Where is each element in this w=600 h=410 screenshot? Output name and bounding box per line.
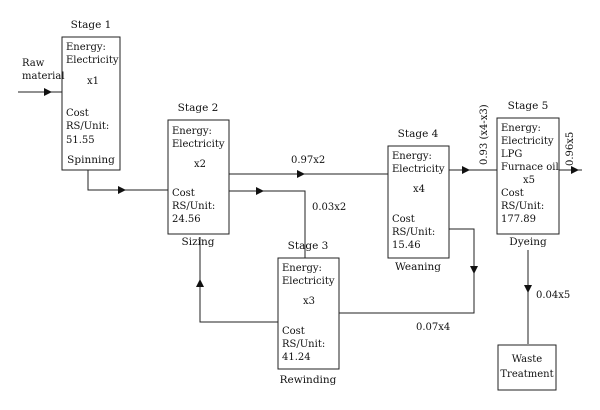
stage4-title: Stage 4 xyxy=(398,128,439,140)
s1-to-s2-line xyxy=(87,170,168,191)
stage5-line-0: Energy: xyxy=(501,123,541,134)
s4-to-s5-arrow xyxy=(462,166,470,174)
stage5-caption: Dyeing xyxy=(509,236,547,248)
waste-line-1: Waste xyxy=(512,354,543,365)
waste-treatment-box xyxy=(497,344,557,391)
flow-s2-to-s3: 0.03x2 xyxy=(312,202,346,213)
s4-to-s3-arrow xyxy=(470,266,478,274)
s3-to-s2-arrow xyxy=(196,279,204,287)
stage5-line-2: LPG xyxy=(501,149,522,160)
stage3-line-5: 41.24 xyxy=(282,352,311,363)
flow-s4-to-s5: 0.93 (x4-x3) xyxy=(479,104,490,165)
stage5-box xyxy=(496,117,560,235)
stage2-line-3: Cost xyxy=(172,188,195,199)
stage3-box xyxy=(277,257,340,370)
flow-s5-to-waste: 0.04x5 xyxy=(536,290,570,301)
s3-to-s2-line xyxy=(199,237,278,323)
waste-line-2: Treatment xyxy=(500,369,553,380)
stage1-line-0: Energy: xyxy=(66,42,106,53)
stage2-caption: Sizing xyxy=(182,236,215,248)
stage2-title: Stage 2 xyxy=(178,102,219,114)
stage4-line-1: Electricity xyxy=(392,164,445,175)
stage2-line-5: 24.56 xyxy=(172,214,201,225)
stage5-line-6: RS/Unit: xyxy=(501,201,544,212)
stage5-line-1: Electricity xyxy=(501,136,554,147)
raw-line-1: Raw xyxy=(22,58,45,69)
flow-s5-out: 0.96x5 xyxy=(565,132,576,166)
stage4-caption: Weaning xyxy=(395,261,441,273)
stage1-line-4: RS/Unit: xyxy=(66,121,109,132)
s5-to-waste-arrow xyxy=(524,285,532,293)
stage4-line-4: RS/Unit: xyxy=(392,227,435,238)
stage4-line-3: Cost xyxy=(392,214,415,225)
stage3-caption: Rewinding xyxy=(280,374,337,386)
stage1-line-1: Electricity xyxy=(66,55,119,66)
stage3-line-2: x3 xyxy=(303,296,315,307)
stage2-line-2: x2 xyxy=(194,159,206,170)
stage2-line-1: Electricity xyxy=(172,139,225,150)
s2-to-s3-line xyxy=(229,190,306,258)
stage4-box xyxy=(387,145,450,259)
s2-to-s3-arrow xyxy=(256,187,264,195)
stage3-title: Stage 3 xyxy=(288,240,329,252)
stage3-line-0: Energy: xyxy=(282,263,322,274)
raw-line-2: material xyxy=(22,71,65,82)
flow-s3-return: 0.07x4 xyxy=(416,322,450,333)
stage1-box xyxy=(61,36,121,171)
stage4-line-2: x4 xyxy=(413,184,425,195)
stage2-box xyxy=(167,119,230,235)
stage4-line-0: Energy: xyxy=(392,151,432,162)
stage3-line-3: Cost xyxy=(282,326,305,337)
stage3-line-1: Electricity xyxy=(282,276,335,287)
flow-s2-to-s4: 0.97x2 xyxy=(291,155,325,166)
stage5-line-3: Furnace oil xyxy=(501,162,559,173)
stage1-title: Stage 1 xyxy=(71,19,112,31)
stage4-line-5: 15.46 xyxy=(392,240,421,251)
s2-to-s4-arrow xyxy=(297,170,305,178)
stage5-title: Stage 5 xyxy=(508,100,549,112)
stage1-line-2: x1 xyxy=(87,76,99,87)
stage2-line-4: RS/Unit: xyxy=(172,201,215,212)
stage1-caption: Spinning xyxy=(67,154,115,166)
raw-input-arrow xyxy=(44,88,52,96)
stage5-line-7: 177.89 xyxy=(501,214,536,225)
stage5-line-5: Cost xyxy=(501,188,524,199)
s5-output-arrow xyxy=(571,166,579,174)
stage1-line-3: Cost xyxy=(66,108,89,119)
s1-to-s2-arrow xyxy=(118,186,126,194)
stage5-line-4: x5 xyxy=(523,175,535,186)
stage2-line-0: Energy: xyxy=(172,126,212,137)
stage3-line-4: RS/Unit: xyxy=(282,339,325,350)
stage1-line-5: 51.55 xyxy=(66,135,95,146)
